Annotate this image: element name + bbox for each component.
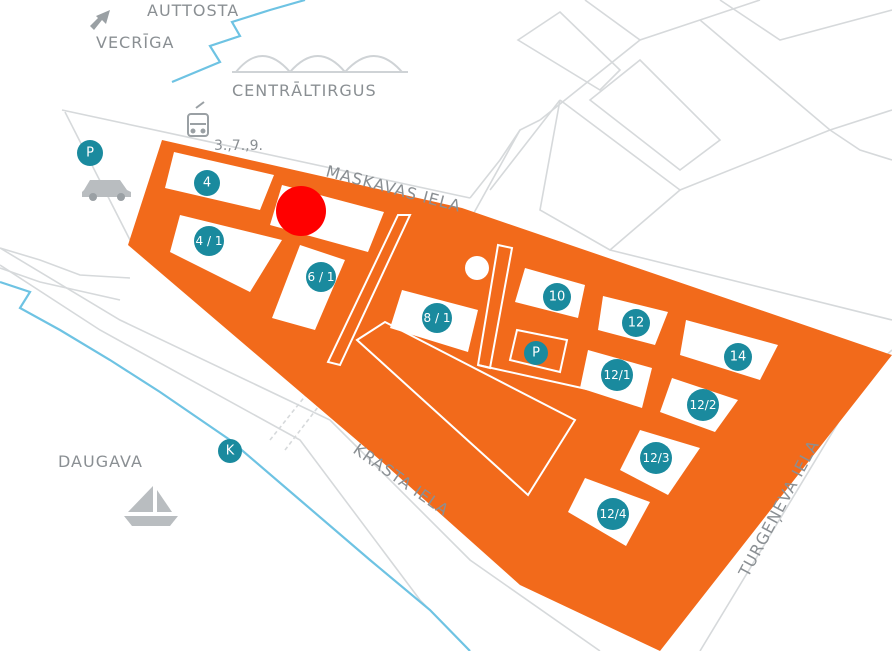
roundabout-circle [465,256,489,280]
building-label: 12/3 [643,451,670,465]
label-centraltirgus: CENTRĀLTIRGUS [232,81,377,100]
building-label: 10 [549,290,566,305]
kiosk-label: K [226,444,235,459]
territory-area [128,140,892,651]
building-badge-14[interactable]: 14 [724,343,752,371]
building-badge-12-4[interactable]: 12/4 [597,498,629,530]
building-label: 8 / 1 [424,311,451,325]
building-badge-4-1[interactable]: 4 / 1 [194,226,224,256]
parking-inner-label: P [532,346,540,361]
parking-label: P [86,146,94,161]
label-tram-routes: 3.,7.,9. [214,138,263,154]
car-icon [82,180,131,201]
building-label: 14 [730,350,747,365]
label-vecriga: VECRĪGA [96,33,174,52]
building-badge-12-3[interactable]: 12/3 [640,442,672,474]
building-label: 12/2 [690,398,717,412]
parking-badge: P [77,140,103,166]
building-badge-8-1[interactable]: 8 / 1 [422,303,452,333]
label-auttosta: AUTTOSTA [147,1,239,20]
label-daugava: DAUGAVA [58,452,143,471]
boat-icon [124,486,178,526]
kiosk-badge: K [218,439,242,463]
building-badge-10[interactable]: 10 [543,283,571,311]
building-badge-12-2[interactable]: 12/2 [687,389,719,421]
building-label: 12/4 [600,507,627,521]
building-label: 4 / 1 [196,234,223,248]
building-label: 12/1 [604,368,631,382]
arrow-up-left-icon [90,10,110,30]
parking-inner-badge: P [524,341,548,365]
internal-paths [326,214,601,497]
building-label: 6 / 1 [308,270,335,284]
market-domes-icon [232,55,408,73]
building-badge-12-1[interactable]: 12/1 [601,359,633,391]
location-marker-icon[interactable] [276,186,326,236]
building-label: 12 [628,316,645,331]
building-badge-12[interactable]: 12 [622,309,650,337]
tram-icon [187,101,209,137]
building-label: 4 [203,176,211,191]
building-badge-4[interactable]: 4 [194,170,220,196]
building-badge-6-1[interactable]: 6 / 1 [306,262,336,292]
river [0,0,471,651]
